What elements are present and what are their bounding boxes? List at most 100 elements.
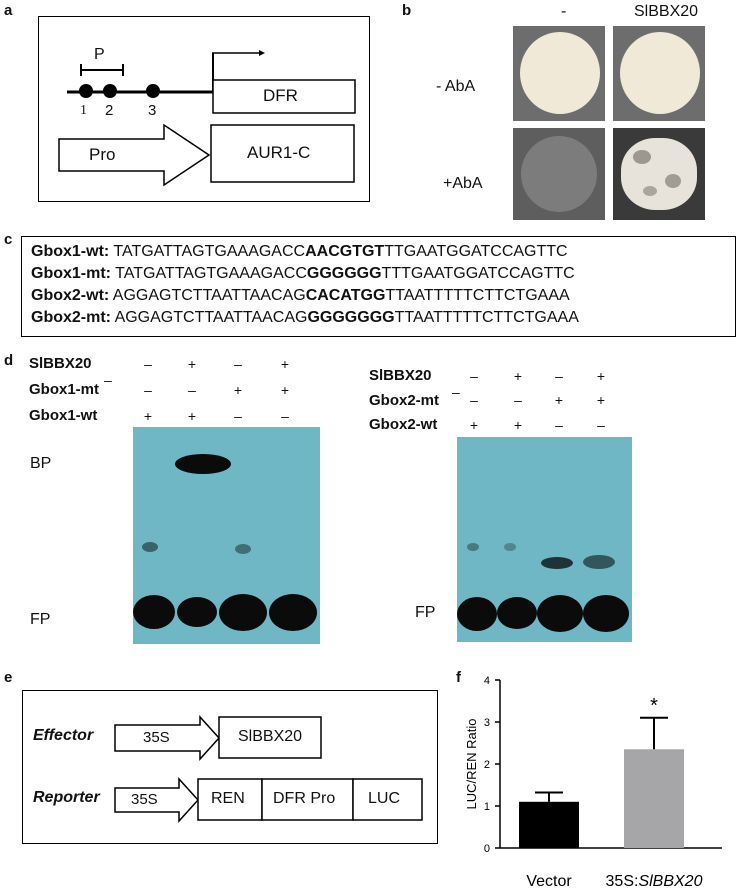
category-label-part: SlBBX20 — [638, 873, 702, 888]
colony-tile-slbbx20-minus-aba — [613, 26, 705, 121]
y-axis-label: LUC/REN Ratio — [464, 718, 479, 809]
reporter-35s-arrow — [114, 777, 200, 823]
y-tick-label: 2 — [484, 759, 490, 771]
sequence-pre: AGGAGTCTTAATTAACAG — [109, 287, 306, 304]
panel-c-label: c — [4, 231, 13, 248]
gel-right-row-prefix-minus: – — [452, 384, 460, 400]
panel-a-box: P 1 2 3 DFR Pro AUR1-C — [38, 16, 370, 202]
fp-band — [497, 597, 537, 629]
panel-c-box: Gbox1-wt: TATGATTAGTGAAAGACCAACGTGTTTGAA… — [21, 236, 736, 337]
sequence-row-gbox1-wt: Gbox1-wt: TATGATTAGTGAAAGACCAACGTGTTTGAA… — [31, 241, 579, 263]
gel-left-row-label-gbox1-mt: Gbox1-mt — [29, 381, 100, 398]
y-tick-label: 3 — [484, 717, 490, 729]
smear — [541, 557, 573, 569]
site-1-label: 1 — [80, 103, 87, 118]
effector-slbbx20-label: SlBBX20 — [238, 728, 303, 745]
gel-lane-sign: + — [187, 408, 197, 424]
site-2-dot — [103, 84, 117, 98]
effector-slbbx20-box — [218, 716, 322, 759]
gel-lane-sign: – — [470, 392, 478, 408]
gel-lane-sign: + — [513, 417, 523, 433]
smear — [504, 543, 516, 551]
sequence-post: TTGAATGGATCCAGTTC — [384, 243, 568, 260]
gel-lane-sign: + — [554, 392, 564, 408]
gel-lane-sign: – — [188, 382, 196, 398]
sequence-pre: AGGAGTCTTAATTAACAG — [111, 309, 308, 326]
pro-arrow — [58, 123, 211, 187]
smear — [467, 543, 479, 551]
reporter-luc-label: LUC — [368, 790, 401, 807]
reporter-dfr-pro-label: DFR Pro — [273, 790, 336, 807]
aur1c-box — [210, 124, 355, 183]
gel-lane-sign: – — [470, 368, 478, 384]
site-3-label: 3 — [148, 102, 157, 119]
gel-lane-sign: – — [234, 356, 242, 372]
gel-lane-sign: – — [597, 417, 605, 433]
tss-arrowhead — [259, 50, 265, 56]
gel-right-row-label-gbox2-wt: Gbox2-wt — [369, 416, 438, 433]
gel-lane-sign: + — [280, 382, 290, 398]
gel-lane-sign: – — [555, 417, 563, 433]
row-plus-aba-label: +AbA — [443, 175, 483, 192]
smear — [235, 544, 251, 554]
pro-label: Pro — [89, 145, 116, 164]
reporter-ren-box — [197, 778, 263, 821]
row-minus-aba-label: - AbA — [436, 78, 476, 95]
sequence-motif: GGGGGG — [306, 265, 382, 282]
effector-label: Effector — [33, 727, 94, 744]
gel-right-row-label-slbbx20: SlBBX20 — [369, 367, 432, 384]
reporter-35s-label: 35S — [131, 791, 158, 808]
fp-label-right: FP — [415, 604, 436, 621]
site-1-dot — [79, 84, 93, 98]
gel-lane-sign: – — [555, 368, 563, 384]
promoter-diagram — [58, 50, 356, 187]
gel-lane-sign: + — [596, 368, 606, 384]
dfr-box — [212, 79, 356, 114]
panel-b-label: b — [402, 2, 412, 19]
colony-tile-vector-minus-aba — [513, 26, 605, 121]
fp-band — [219, 594, 267, 631]
fp-band — [583, 595, 629, 632]
col-slbbx20-label: SlBBX20 — [634, 3, 699, 20]
construct-diagram — [114, 715, 423, 823]
panel-d-label: d — [4, 352, 14, 369]
bp-band — [175, 454, 231, 474]
y-tick-label: 4 — [484, 675, 490, 687]
colony-tile-slbbx20-plus-aba — [613, 128, 705, 220]
reporter-luc-box — [352, 778, 423, 821]
panel-a-label: a — [4, 2, 13, 19]
fp-band — [457, 597, 497, 631]
bp-label: BP — [30, 455, 52, 472]
sequence-post: TTAATTTTTCTTCTGAAA — [385, 287, 570, 304]
colony-shadow — [643, 186, 657, 196]
sequence-post: TTAATTTTTCTTCTGAAA — [394, 309, 579, 326]
bar-0 — [519, 801, 579, 848]
sequence-pre: TATGATTAGTGAAAGACC — [111, 265, 307, 282]
panel-f-label: f — [456, 669, 461, 686]
p-label: P — [94, 46, 105, 63]
dfr-label: DFR — [263, 86, 298, 105]
fp-label-left: FP — [30, 611, 51, 628]
sequence-row-gbox2-wt: Gbox2-wt: AGGAGTCTTAATTAACAGCACATGGTTAAT… — [31, 285, 579, 307]
fp-band — [177, 597, 217, 627]
reporter-dfr-pro-box — [261, 778, 354, 821]
gel-lane-sign: + — [513, 368, 523, 384]
colony-tile-vector-plus-aba — [513, 128, 605, 220]
gel-right-row-label-gbox2-mt: Gbox2-mt — [369, 392, 440, 409]
sequence-motif: CACATGG — [305, 287, 386, 304]
category-label-part: 35S: — [606, 873, 639, 888]
colony-spot-faint — [521, 136, 597, 212]
sequence-name: Gbox2-mt: — [31, 309, 111, 326]
gel-lane-sign: – — [234, 408, 242, 424]
significance-star: * — [650, 695, 658, 717]
gel-lane-sign: – — [281, 408, 289, 424]
col-minus-label: - — [561, 3, 567, 20]
site-3-dot — [146, 84, 160, 98]
colony-spot-rough — [621, 138, 697, 210]
smear — [583, 555, 615, 569]
sequence-pre: TATGATTAGTGAAAGACC — [109, 243, 306, 260]
gel-lane-sign: + — [143, 408, 153, 424]
colony-spot — [620, 32, 700, 114]
y-tick-label: 1 — [484, 801, 490, 813]
